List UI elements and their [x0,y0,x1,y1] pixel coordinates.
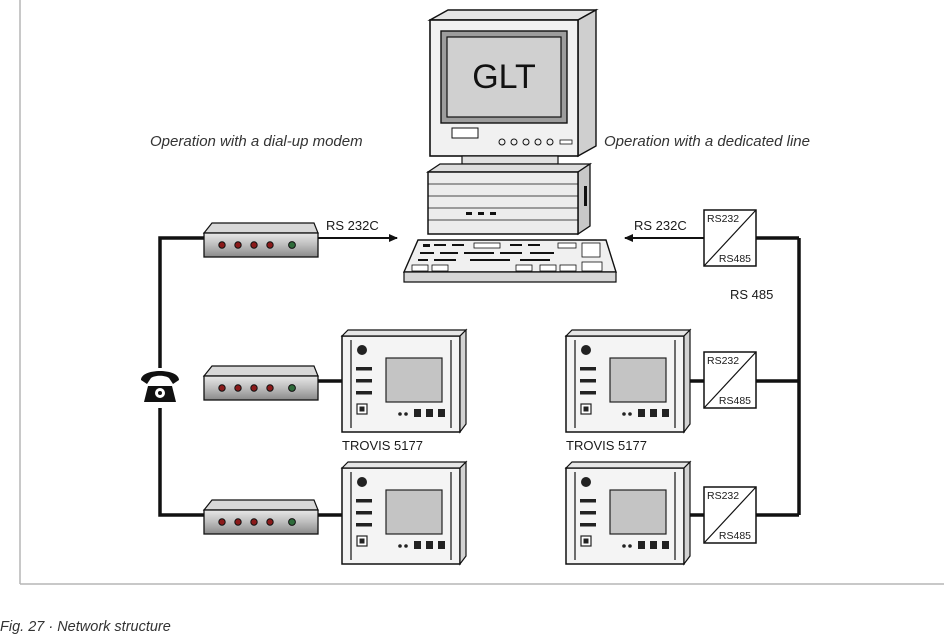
converter-top-rs485: RS485 [719,253,751,265]
controller-left-top [341,329,467,433]
figure-caption: Fig. 27 · Network structure [0,619,171,635]
bus-label: RS 485 [730,287,773,302]
wiring [158,236,801,517]
converter-bottom-rs485: RS485 [719,530,751,542]
controller-left-label: TROVIS 5177 [342,438,423,453]
controller-right-bottom [565,461,691,565]
converter-middle-rs232: RS232 [707,355,739,367]
right-mode-label: Operation with a dedicated line [604,133,810,150]
controller-right-label: TROVIS 5177 [566,438,647,453]
left-mode-label: Operation with a dial-up modem [150,133,363,150]
right-interface-label: RS 232C [634,218,687,233]
converter-top-rs232: RS232 [707,213,739,225]
controller-right-top [565,329,691,433]
left-interface-label: RS 232C [326,218,379,233]
modem-top [202,222,319,258]
converter-middle-rs485: RS485 [719,395,751,407]
modem-middle [202,365,319,401]
converter-bottom-rs232: RS232 [707,490,739,502]
controller-left-bottom [341,461,467,565]
modem-bottom [202,499,319,535]
telephone-icon [138,368,182,408]
glt-screen-label: GLT [472,58,536,96]
glt-computer: GLT [402,8,617,283]
